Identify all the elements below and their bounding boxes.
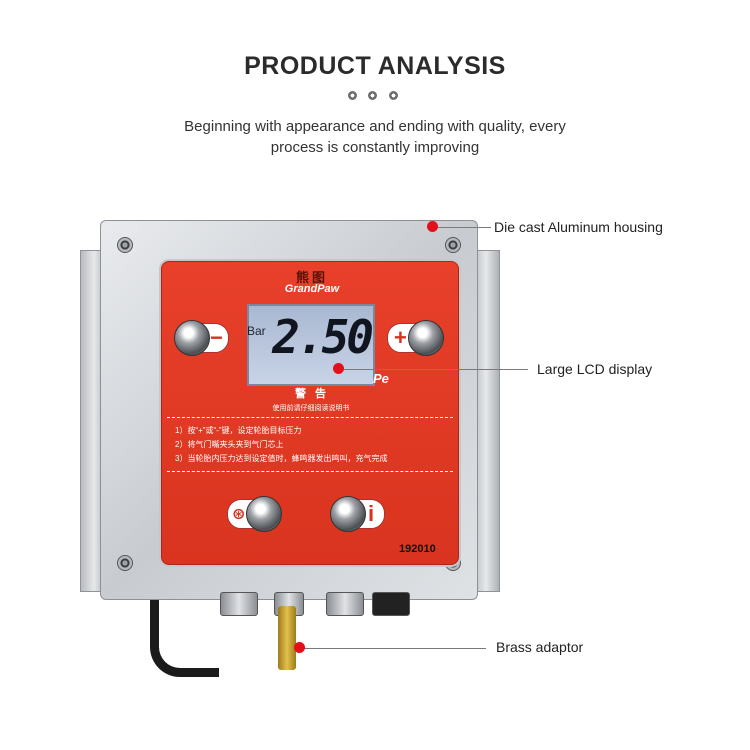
knob-icon (174, 320, 210, 356)
callout-dot (427, 221, 438, 232)
fitting-right (326, 592, 364, 616)
tire-inflator-device: 熊图 GrandPaw − Bar 2.50 Pe + 警 告 使用前请仔细阅读… (80, 220, 500, 677)
subtitle-line-1: Beginning with appearance and ending wit… (184, 118, 566, 135)
brand-logo-cn: 熊图 (295, 270, 328, 285)
dot-icon (368, 91, 377, 100)
aluminum-housing: 熊图 GrandPaw − Bar 2.50 Pe + 警 告 使用前请仔细阅读… (100, 220, 478, 600)
power-symbol-icon: ⊛ (232, 506, 246, 523)
control-panel: 熊图 GrandPaw − Bar 2.50 Pe + 警 告 使用前请仔细阅读… (159, 259, 461, 567)
brand-logo: GrandPaw (284, 283, 340, 295)
serial-number: 192010 (399, 543, 436, 555)
lcd-display: Bar 2.50 (247, 304, 375, 386)
callout-dot (294, 642, 305, 653)
instruction-step: 3）当轮胎内压力达到设定值时，蜂鸣器发出鸣叫，充气完成 (175, 454, 388, 463)
page-subtitle: Beginning with appearance and ending wit… (140, 116, 610, 158)
dot-icon (389, 91, 398, 100)
knob-icon (246, 496, 282, 532)
screw-icon (117, 237, 133, 253)
plus-icon: + (394, 325, 407, 350)
plus-button[interactable]: + (387, 320, 444, 356)
lcd-pe-label: Pe (373, 371, 389, 386)
warning-title: 警 告 (294, 388, 330, 400)
callout-dot (333, 363, 344, 374)
callout-line (300, 648, 486, 649)
instruction-step: 2）将气门嘴夹头夹到气门芯上 (175, 440, 284, 449)
decorative-dots (348, 91, 404, 103)
warning-subtitle: 使用前请仔细阅读说明书 (272, 405, 350, 412)
lcd-unit: Bar (247, 324, 266, 338)
lcd-pressure-value: 2.50 (272, 310, 374, 364)
screw-icon (445, 237, 461, 253)
callout-brass-label: Brass adaptor (496, 639, 584, 655)
callout-lcd-label: Large LCD display (537, 361, 653, 377)
dot-icon (348, 91, 357, 100)
instruction-step: 1）按“+”或“-”键，设定轮胎目标压力 (175, 426, 302, 435)
air-inlet-fitting (274, 592, 304, 616)
divider (167, 417, 453, 418)
minus-icon: − (210, 325, 223, 350)
divider (167, 471, 453, 472)
info-button[interactable]: i (330, 496, 385, 532)
brass-adaptor (278, 606, 296, 670)
callout-line (338, 369, 528, 370)
info-icon: i (368, 501, 375, 526)
power-button[interactable]: ⊛ (227, 496, 282, 532)
callout-line (433, 227, 491, 228)
page-title: PRODUCT ANALYSIS (244, 52, 506, 80)
fitting-left (220, 592, 258, 616)
subtitle-line-2: process is constantly improving (270, 139, 480, 156)
power-cable (150, 600, 219, 677)
screw-icon (117, 555, 133, 571)
knob-icon (330, 496, 366, 532)
minus-button[interactable]: − (174, 320, 229, 356)
connector-port (372, 592, 410, 616)
knob-icon (408, 320, 444, 356)
callout-housing-label: Die cast Aluminum housing (494, 219, 663, 235)
